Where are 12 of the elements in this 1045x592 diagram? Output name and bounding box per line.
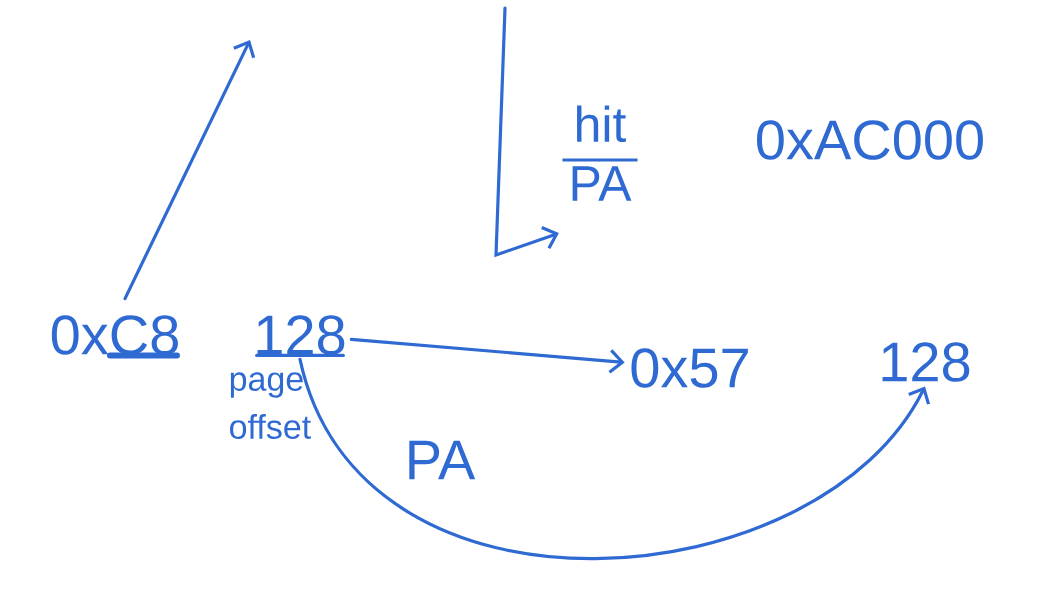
edge-label: PA (402, 438, 478, 482)
hex-text: 0xC8 (51, 315, 178, 355)
hex-label: 0xAC000 (757, 120, 983, 160)
hex-text: 0x57 (631, 348, 748, 388)
arrow (494, 6, 559, 258)
arrow (349, 337, 625, 374)
annotation-text: page offset (230, 372, 311, 439)
hex-text: 128 (882, 342, 970, 382)
hex-text: 128 (257, 315, 345, 355)
arrow (298, 357, 931, 561)
fraction-text: hit PA (562, 105, 638, 201)
arrow (123, 40, 256, 301)
